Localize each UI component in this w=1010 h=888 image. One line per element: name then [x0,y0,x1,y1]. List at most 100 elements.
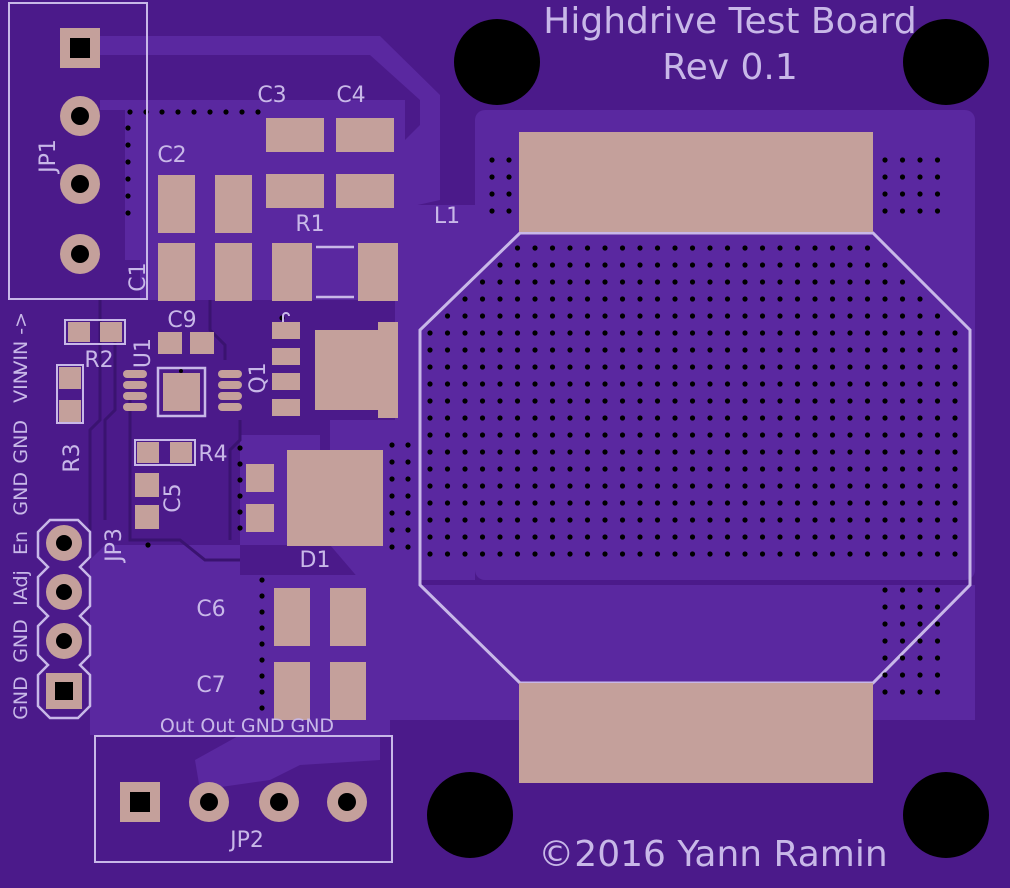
via [514,330,521,336]
via [742,330,748,336]
via [934,604,941,610]
via [672,466,678,472]
r2-pad-2 [100,322,122,342]
via [812,279,818,285]
via [829,517,836,523]
c9-pad-2 [190,332,214,354]
via [497,432,503,438]
via [864,296,871,302]
via [917,296,923,302]
jp2-drill-2 [200,793,218,811]
via [567,534,573,540]
via [125,210,131,216]
via [672,262,678,268]
via [689,313,696,319]
via [689,262,696,268]
via [689,517,696,523]
via [514,313,521,319]
q1-label: Q1 [246,362,271,393]
via [584,534,591,540]
jp1-drill-3 [71,175,89,193]
via [444,313,451,319]
via [497,500,503,506]
via [549,262,556,268]
via [847,500,853,506]
via [882,517,888,523]
mounting-hole-bottom-left [427,772,513,858]
via [567,296,573,302]
via [794,517,801,523]
via [514,534,521,540]
d1-label: D1 [300,548,331,573]
via [917,534,923,540]
q1-pin1-marker [282,312,290,322]
via [654,364,661,370]
via [427,330,433,336]
via [584,415,591,421]
via [672,534,678,540]
c6-pad-1 [274,588,310,646]
via [389,510,395,516]
via [934,415,941,421]
via [829,330,836,336]
jp2-drill-3 [270,793,288,811]
via [479,500,486,506]
via [584,245,591,251]
via [497,466,503,472]
via [934,381,941,387]
via [707,415,713,421]
via [462,381,468,387]
via [532,517,538,523]
via [882,621,888,627]
via [497,381,503,387]
via [759,466,766,472]
via [549,279,556,285]
via [637,245,643,251]
via [637,330,643,336]
via [847,364,853,370]
via [584,262,591,268]
via [917,174,923,180]
via [672,500,678,506]
jp1-drill-2 [71,107,89,125]
via [794,245,801,251]
via [794,415,801,421]
via [514,245,521,251]
via [899,672,906,678]
via [479,330,486,336]
via [462,534,468,540]
via [479,296,486,302]
via [549,534,556,540]
mounting-hole-bottom-right [903,772,989,858]
via [952,432,958,438]
jp3-label: JP3 [102,528,127,564]
via [882,296,888,302]
via [742,381,748,387]
via [829,449,836,455]
via [654,296,661,302]
via [405,493,411,499]
via [637,364,643,370]
via [812,364,818,370]
via [602,415,608,421]
via [259,705,265,711]
via [462,398,468,404]
via [654,534,661,540]
via [444,398,451,404]
via [882,500,888,506]
u1-left-pins [123,370,147,411]
connector-jp3 [36,518,92,720]
c3-label: C3 [257,83,286,108]
via [145,542,151,548]
via [602,449,608,455]
via [602,330,608,336]
via [584,364,591,370]
via [952,330,958,336]
via [602,347,608,353]
via [882,330,888,336]
via [602,313,608,319]
via [619,551,626,557]
via [619,296,626,302]
via [602,296,608,302]
via [724,432,731,438]
